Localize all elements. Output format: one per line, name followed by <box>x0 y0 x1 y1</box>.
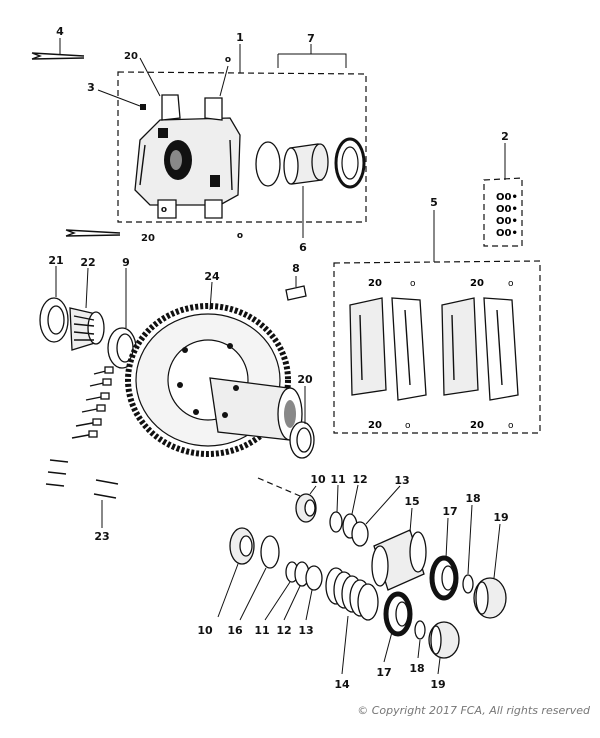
part-3-bleeder-screw <box>140 104 146 110</box>
part-5-brake-pad-kit: 20 o 20 o 20 o 20 o <box>333 260 541 434</box>
callout-2: 2 <box>501 130 509 143</box>
callout-11-lower: 11 <box>254 624 269 637</box>
callout-19-upper: 19 <box>493 511 508 524</box>
callout-10-lower: 10 <box>197 624 213 637</box>
part-13-lock-lower <box>305 565 323 591</box>
callout-18-lower: 18 <box>409 662 424 675</box>
callout-9: 9 <box>122 256 130 269</box>
part-20-bearing-cup <box>289 421 315 459</box>
callout-18-upper: 18 <box>465 492 480 505</box>
callout-19-lower: 19 <box>430 678 445 691</box>
part-15-spacer-sleeve <box>371 529 427 591</box>
svg-text:o: o <box>405 421 411 431</box>
part-18-washer-upper <box>462 574 474 594</box>
callout-20: 20 <box>297 373 313 386</box>
svg-text:O0•: O0• <box>496 204 518 215</box>
callout-22: 22 <box>80 256 95 269</box>
callout-10-upper: 10 <box>310 473 326 486</box>
callout-3: 3 <box>87 81 95 94</box>
callout-12-upper: 12 <box>352 473 367 486</box>
svg-text:O0•: O0• <box>496 228 518 239</box>
caliper-assembly-group <box>117 71 367 223</box>
caliper-lower-pin <box>65 229 121 237</box>
svg-text:O0•: O0• <box>496 216 518 227</box>
callout-15: 15 <box>404 495 419 508</box>
callout-1: 1 <box>236 31 244 44</box>
part-7-dust-boot <box>334 137 366 189</box>
part-22-inner-bearing <box>69 307 105 351</box>
part-19-cap-upper <box>473 577 507 619</box>
part-4-cotter-pin <box>31 52 85 60</box>
part-24-rotor-hub <box>125 303 303 457</box>
callout-21: 21 <box>48 254 63 267</box>
callout-11-upper: 11 <box>330 473 345 486</box>
svg-text:o: o <box>508 421 514 431</box>
part-16-seal-lower <box>260 535 280 569</box>
part-17-bearing-lower <box>383 591 413 637</box>
svg-text:o: o <box>225 55 231 65</box>
callout-4: 4 <box>56 25 64 38</box>
part-13-lock-upper <box>351 521 369 547</box>
callout-5: 5 <box>430 196 438 209</box>
part-18-washer-lower <box>414 620 426 640</box>
callout-14: 14 <box>334 678 350 691</box>
part-19-cap-lower <box>428 621 460 659</box>
part-17-bearing-upper <box>429 555 459 601</box>
callout-8: 8 <box>292 262 300 275</box>
callout-24: 24 <box>204 270 220 283</box>
svg-text:20: 20 <box>470 278 484 289</box>
svg-text:20: 20 <box>368 420 382 431</box>
part-6-piston <box>283 143 329 185</box>
svg-text:20: 20 <box>124 51 138 62</box>
part-9-bearing-cup <box>107 327 137 369</box>
callout-12-lower: 12 <box>276 624 291 637</box>
callout-6: 6 <box>299 241 307 254</box>
svg-text:O0•: O0• <box>496 192 518 203</box>
part-8-clip <box>285 285 307 301</box>
callout-16: 16 <box>227 624 243 637</box>
copyright-notice: © Copyright 2017 FCA, All rights reserve… <box>357 704 590 717</box>
callout-17-lower: 17 <box>376 666 391 679</box>
svg-text:o: o <box>508 279 514 289</box>
part-10-bearing-lower <box>229 527 255 565</box>
part-21-grease-seal <box>39 297 69 343</box>
svg-text:o: o <box>410 279 416 289</box>
callout-17-upper: 17 <box>442 505 457 518</box>
svg-text:o: o <box>161 205 167 215</box>
svg-text:20: 20 <box>141 233 155 244</box>
part-7-piston-seal-ring <box>255 141 281 187</box>
part-10-bearing-upper <box>295 493 317 523</box>
part-11-washer-upper <box>329 511 343 533</box>
svg-text:20: 20 <box>368 278 382 289</box>
part-23-wheel-studs <box>45 366 119 499</box>
callout-13-upper: 13 <box>394 474 409 487</box>
part-14-spring <box>325 567 379 621</box>
part-1-caliper-housing <box>134 94 241 219</box>
svg-text:o: o <box>237 231 243 241</box>
callout-23: 23 <box>94 530 109 543</box>
svg-text:20: 20 <box>470 420 484 431</box>
callout-7: 7 <box>307 32 315 45</box>
callout-13-lower: 13 <box>298 624 313 637</box>
part-2-bolt-kit: O0• O0• O0• O0• <box>483 177 523 247</box>
